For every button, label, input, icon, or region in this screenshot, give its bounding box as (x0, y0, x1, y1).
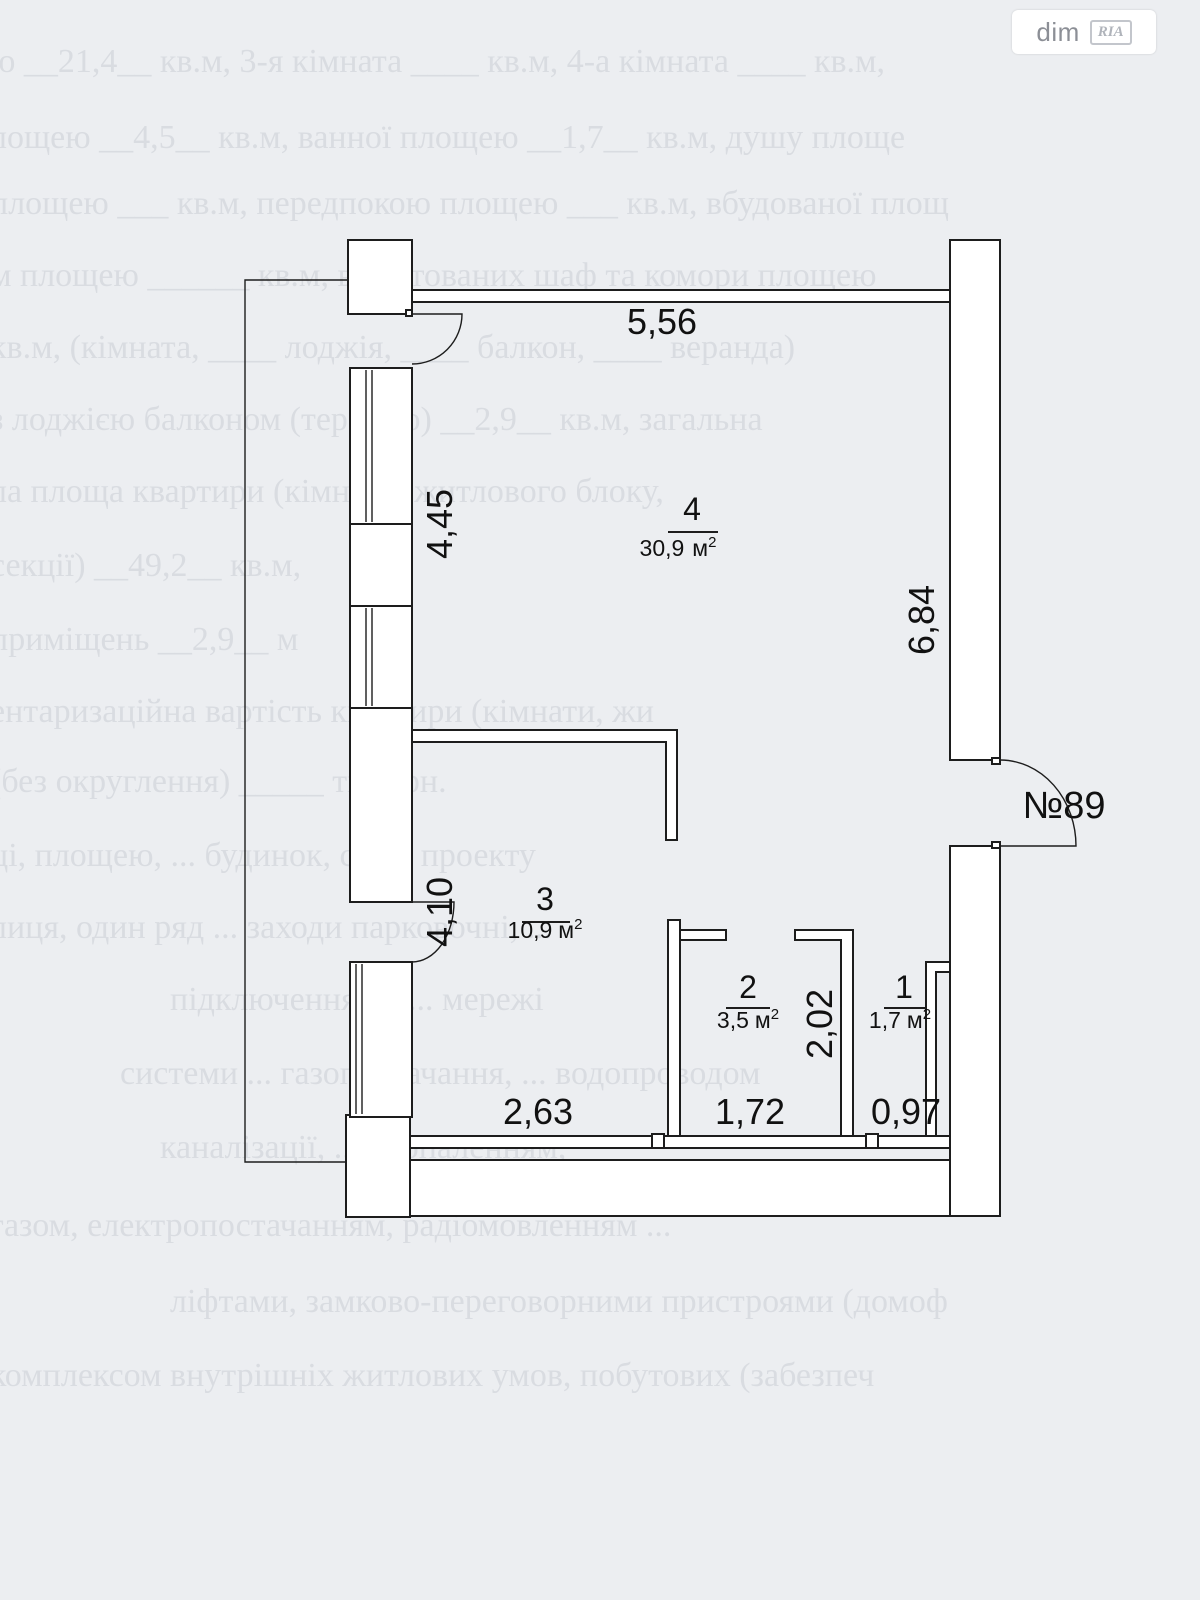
background-text-line: ці, площею, ... будинок, серія проекту (0, 837, 536, 874)
dim-room2-height: 2,02 (799, 989, 840, 1059)
wall-top-left-pillar (347, 239, 413, 315)
background-text-line: кв.м, (кімната, ____ лоджія, ____ балкон… (0, 329, 795, 366)
door-hinge-mark (991, 757, 1001, 765)
wall-left-window-1 (349, 367, 413, 525)
background-text: ю __21,4__ кв.м, 3-я кімната ____ кв.м, … (0, 43, 949, 1394)
wall-bottom (409, 1159, 951, 1217)
dim-right-height: 6,84 (901, 585, 942, 655)
door-swing-top-left (411, 313, 463, 365)
wall-left-window-3 (349, 961, 413, 1118)
wall-right-lower (949, 845, 1001, 1217)
dim-room1-bottom-width: 0,97 (871, 1091, 941, 1132)
dim-lower-left-height: 4,10 (419, 877, 460, 947)
background-text-line: лощею __4,5__ кв.м, ванної площею __1,7_… (0, 119, 905, 156)
door-swing-left-lower (411, 901, 455, 963)
partition-room2-top-left (679, 929, 727, 941)
room-number: 4 (683, 491, 701, 527)
dimria-watermark: dim RIA (1012, 10, 1156, 54)
door-swings (405, 309, 1077, 1149)
dim-upper-left-height: 4,45 (419, 489, 460, 559)
background-text-line: ла площа квартири (кімнати, житлового бл… (0, 473, 664, 510)
dimensions: 5,56 4,45 6,84 4,10 2,63 1,72 0,97 2,02 (419, 301, 942, 1132)
room-number: 1 (895, 969, 913, 1005)
vent-mark (865, 1133, 879, 1149)
door-hinge-mark (405, 309, 413, 317)
dim-room2-bottom-width: 1,72 (715, 1091, 785, 1132)
background-text-line: ліфтами, замково-переговорними пристроям… (170, 1283, 948, 1320)
background-text-line: ю __21,4__ кв.м, 3-я кімната ____ кв.м, … (0, 43, 885, 80)
background-text-line: приміщень __2,9__ м (0, 621, 298, 658)
room-number: 3 (536, 881, 554, 917)
window-lines (355, 370, 373, 1114)
wall-left-pier (349, 523, 413, 607)
wall-left-window-2 (349, 605, 413, 709)
wall-bottom-left-pillar (345, 1114, 411, 1218)
watermark-badge: RIA (1089, 19, 1132, 45)
balcony-outline (244, 279, 348, 1163)
wall-right-upper (949, 239, 1001, 761)
partition-room2-left (667, 919, 681, 1149)
door-swing-entrance (999, 759, 1077, 847)
room-number: 2 (739, 969, 757, 1005)
background-text-line: ентаризаційна вартість квартири (кімнати… (0, 693, 654, 730)
walls (345, 239, 1001, 1218)
watermark-brand: dim (1036, 16, 1080, 47)
door-hinge-mark (991, 841, 1001, 849)
dim-room3-bottom-width: 2,63 (503, 1091, 573, 1132)
partition-room4-room3 (411, 729, 678, 841)
apartment-number: №89 (1022, 785, 1105, 827)
background-text-line: системи ... газопостачання, ... водопров… (120, 1055, 761, 1092)
wall-left-middle (349, 707, 413, 903)
dim-top-width: 5,56 (627, 301, 697, 342)
inner-floor-line (409, 1135, 951, 1149)
vent-mark (651, 1133, 665, 1149)
background-text-line: лиця, один ряд ... заходи парковочні, ..… (0, 909, 552, 946)
background-text-line: м площею ______ кв.м, вмонтованих шаф та… (0, 257, 876, 294)
background-text-line: площею ___ кв.м, передпокою площею ___ к… (0, 185, 949, 222)
background-text-line: комплексом внутрішніх житлових умов, поб… (0, 1357, 874, 1394)
background-text-line: секції) __49,2__ кв.м, (0, 547, 301, 584)
